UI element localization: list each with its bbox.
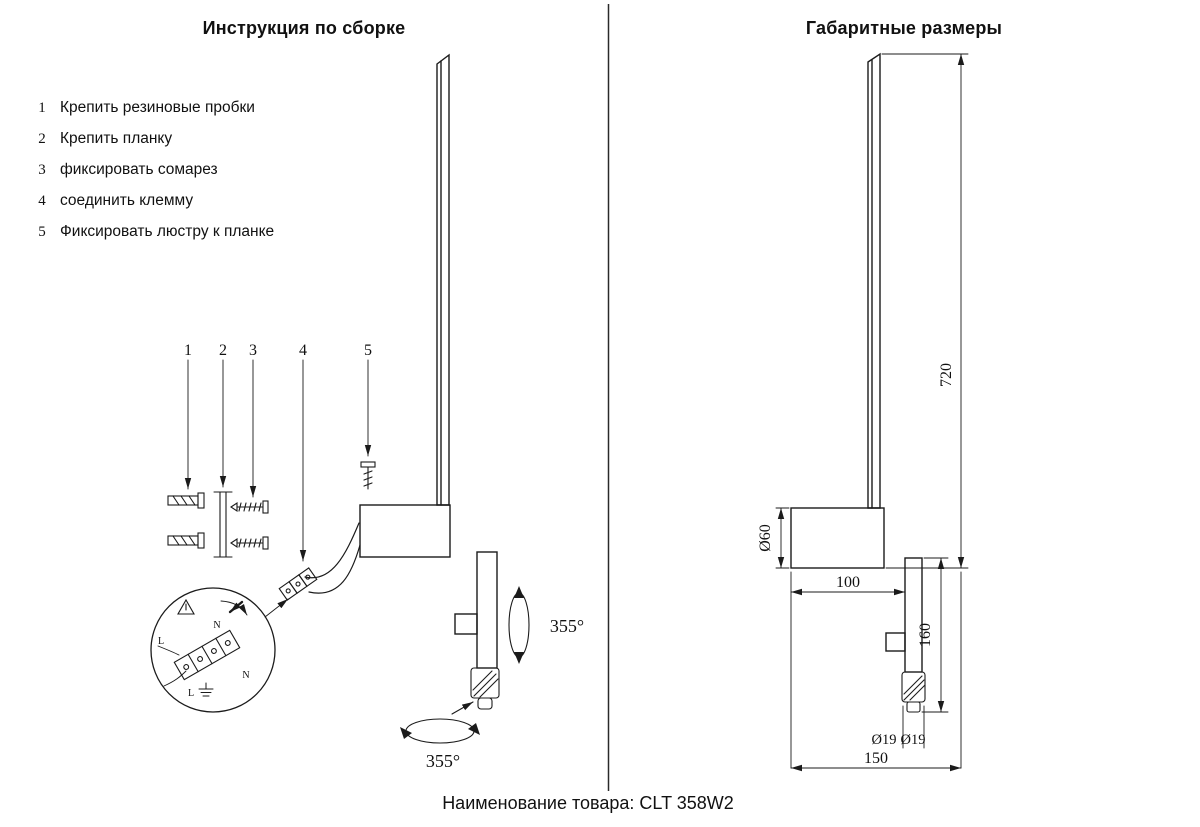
mounting-bracket	[213, 491, 233, 558]
dimensions-title: Габаритные размеры	[805, 18, 1003, 38]
step-number: 5	[38, 224, 46, 240]
wires	[304, 522, 361, 594]
step-text: Крепить резиновые пробки	[60, 99, 255, 116]
step-number: 3	[38, 162, 46, 178]
mounting-box-dim	[790, 507, 885, 569]
dim-depth-label: 100	[836, 574, 860, 591]
step-item-4: 4 соединить клемму	[34, 192, 274, 223]
pivot-bracket-dim	[885, 632, 906, 652]
fixing-screw	[360, 461, 376, 490]
step-text: Фиксировать люстру к планке	[60, 223, 275, 240]
rotation-bottom-label: 355°	[426, 751, 460, 771]
callout-number-3: 3	[249, 342, 257, 359]
dim-width-label: 150	[864, 750, 888, 767]
terminal-clamp	[278, 567, 318, 601]
callout-number-2: 2	[219, 342, 227, 359]
dim-lower-height-label: 160	[917, 623, 934, 647]
callout-leaders	[184, 359, 372, 562]
rotation-side-label: 355°	[550, 616, 584, 636]
step-text: соединить клемму	[60, 192, 194, 209]
adjustment-knob	[470, 667, 500, 710]
step-number: 1	[38, 100, 46, 116]
callout-number-1: 1	[184, 342, 192, 359]
wall-anchor-top	[167, 492, 205, 509]
screw-bottom	[230, 536, 269, 550]
rotation-indicator-side	[508, 586, 530, 664]
step-number: 2	[38, 131, 46, 147]
dim-height-label: 720	[938, 363, 955, 387]
product-name: Наименование товара: CLT 358W2	[442, 793, 734, 813]
dim-knob-diameter-1-label: Ø19	[872, 732, 897, 748]
lamp-main-tube	[436, 53, 450, 506]
dim-knob-diameter-2-label: Ø19	[901, 732, 926, 748]
assembly-title: Инструкция по сборке	[202, 18, 406, 38]
assembly-steps-list: 1 Крепить резиновые пробки 2 Крепить пла…	[34, 99, 274, 254]
assembly-drawing	[150, 53, 530, 744]
mounting-box	[359, 504, 451, 558]
adjustment-knob-dim	[901, 671, 926, 713]
wire-label-n-right: N	[242, 670, 249, 681]
step-item-1: 1 Крепить резиновые пробки	[34, 99, 274, 130]
step-text: фиксировать сомарез	[60, 161, 218, 178]
pivot-bracket	[454, 613, 478, 635]
callout-number-5: 5	[364, 342, 372, 359]
terminal-block	[173, 629, 241, 681]
wire-label-n-top: N	[213, 620, 220, 631]
screw-top	[230, 500, 269, 514]
detail-circle	[150, 587, 276, 713]
lamp-main-tube-dim	[867, 52, 881, 509]
dim-base-diameter-label: Ø60	[757, 524, 774, 552]
rotation-indicator-bottom	[400, 701, 480, 744]
wiring-detail	[150, 587, 289, 713]
wire-label-l-bottom: L	[188, 688, 194, 699]
lower-light-bar	[476, 551, 498, 669]
step-item-5: 5 Фиксировать люстру к планке	[34, 223, 274, 254]
dimension-lines	[775, 53, 969, 772]
warning-triangle-icon	[177, 598, 195, 615]
wire-label-l-left: L	[158, 636, 164, 647]
callout-number-4: 4	[299, 342, 307, 359]
wall-anchor-bottom	[167, 532, 205, 549]
ground-symbol-icon	[198, 682, 214, 697]
lower-light-bar-dim	[904, 557, 923, 673]
dimensions-drawing	[775, 52, 969, 772]
step-number: 4	[38, 193, 46, 209]
drawing-labels: 1 2 3 4 5 355° 355° N L L N 720 Ø60 100 …	[158, 342, 955, 771]
step-text: Крепить планку	[60, 130, 173, 147]
step-item-2: 2 Крепить планку	[34, 130, 274, 161]
step-item-3: 3 фиксировать сомарез	[34, 161, 274, 192]
